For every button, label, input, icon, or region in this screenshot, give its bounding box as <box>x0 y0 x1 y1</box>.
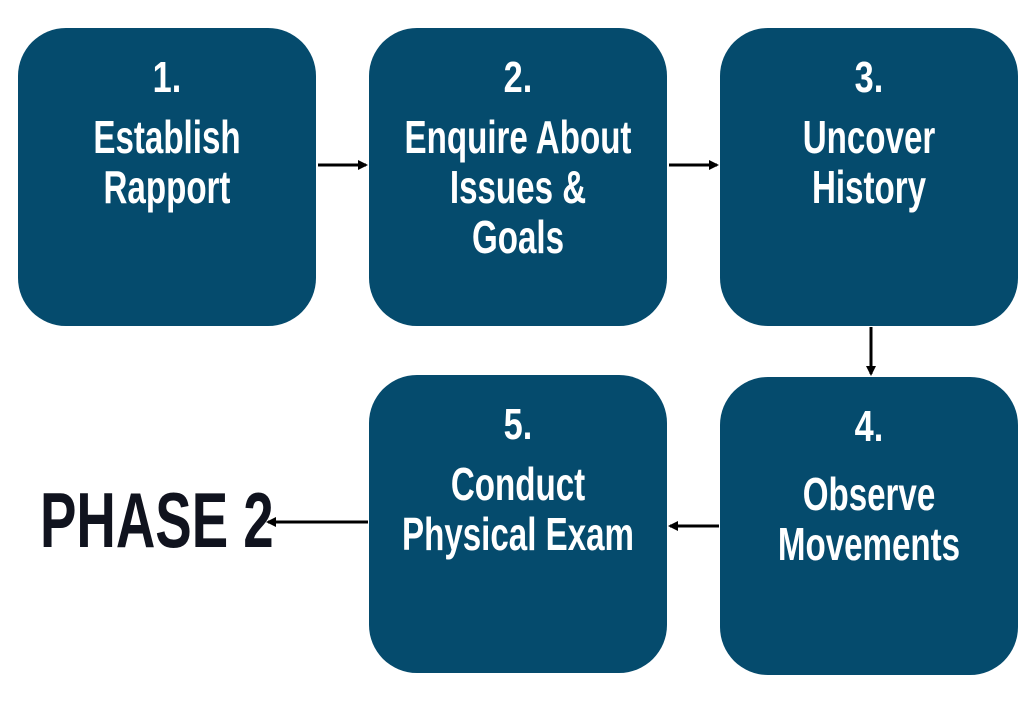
step-5-number: 5. <box>503 400 533 449</box>
step-3-label: Uncover History <box>802 111 936 213</box>
step-4-label: Observe Movements <box>777 468 961 570</box>
next-phase-label: PHASE 2 <box>40 476 274 564</box>
step-2-label: Enquire About Issues & Goals <box>404 111 632 263</box>
step-2-number: 2. <box>503 53 533 102</box>
step-1-number: 1. <box>152 53 182 102</box>
step-5-box: 5. Conduct Physical Exam <box>369 375 667 673</box>
step-5-label: Conduct Physical Exam <box>402 458 634 560</box>
step-2-box: 2. Enquire About Issues & Goals <box>369 28 667 326</box>
step-3-box: 3. Uncover History <box>720 28 1018 326</box>
step-1-label: Establish Rapport <box>93 111 241 213</box>
step-4-box: 4. Observe Movements <box>720 377 1018 675</box>
step-1-box: 1. Establish Rapport <box>18 28 316 326</box>
step-4-number: 4. <box>854 402 884 451</box>
step-3-number: 3. <box>854 53 884 102</box>
